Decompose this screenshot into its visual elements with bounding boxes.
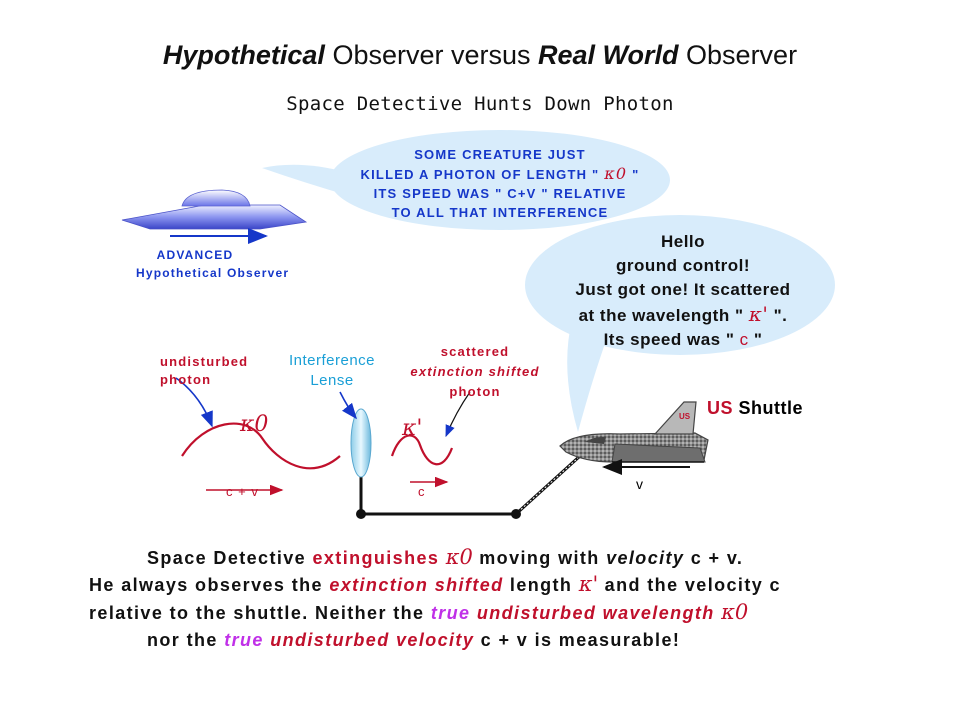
speed-c-plus-v-label: c + v [226,484,259,499]
kappa-prime-symbol: κ' [748,302,769,326]
shuttle-bubble-line-5: Its speed was " c " [603,330,763,349]
shuttle-icon [559,401,709,475]
shuttle-label-us: US [707,398,734,418]
kappa-zero-symbol: κ0 [604,164,628,183]
kappa-prime-wave-label: κ' [402,416,423,441]
ufo-label-hypothetical-observer: Hypothetical Observer [136,266,290,280]
scattered-label-line-1: scattered [440,344,510,359]
title-end: Observer [678,40,798,70]
speed-c-label: c [418,484,425,499]
shuttle-bubble-line-4: at the wavelength " κ' ". [578,302,788,326]
title-hypothetical: Hypothetical [162,40,325,70]
ufo-bubble-text: SOME CREATURE JUST KILLED A PHOTON OF LE… [335,145,665,222]
undisturbed-label-line-1: undisturbed [160,354,249,369]
scattered-label-line-2: extinction shifted [410,364,540,379]
ufo-bubble-line-3: ITS SPEED WAS " C+V " RELATIVE [373,186,627,201]
page-title: Hypothetical Observer versus Real World … [0,40,960,71]
shuttle-label-name: Shuttle [733,398,804,418]
ufo-bubble-line-4: TO ALL THAT INTERFERENCE [391,205,609,220]
caption-line-2: He always observes the extinction shifte… [89,572,781,596]
ufo-bubble-line-1: SOME CREATURE JUST [414,147,586,162]
shuttle-speech-bubble [525,215,835,432]
shuttle-tail-mark: US [679,412,691,421]
caption-line-1: Space Detective extinguishes κ0 moving w… [147,545,744,569]
caption-line-4: nor the true undisturbed velocity c + v … [147,630,681,650]
lens-label-line-1: Interference [288,352,376,369]
shuttle-label: US Shuttle [707,398,803,419]
shuttle-bubble-text: Hello ground control! Just got one! It s… [538,230,828,352]
caption-kappa-prime: κ' [578,572,599,596]
kappa-zero-wave-label: κ0 [240,412,269,437]
shuttle-bubble-line-1: Hello [660,232,706,251]
ufo-icon [121,189,308,244]
diagram-subtitle: Space Detective Hunts Down Photon [286,93,674,115]
shuttle-velocity-label: v [636,476,643,492]
caption-line-3: relative to the shuttle. Neither the tru… [89,600,749,624]
caption-kappa-zero-2: κ0 [721,600,749,624]
ufo-label-advanced: ADVANCED [156,248,234,262]
shuttle-bubble-line-3: Just got one! It scattered [575,280,791,299]
scattered-label-line-3: photon [449,384,501,399]
title-middle: Observer versus [324,40,538,70]
caption-kappa-zero: κ0 [445,545,473,569]
scattered-photon-wave [390,391,471,488]
lens-label-line-2: Lense [310,372,354,389]
interference-lens-icon [339,391,372,514]
title-real-world: Real World [538,40,679,70]
ufo-speech-bubble [262,130,670,230]
undisturbed-label-line-2: photon [160,372,212,387]
undisturbed-photon-wave [175,377,341,496]
ufo-bubble-line-2: KILLED A PHOTON OF LENGTH " κ0 " [360,164,640,183]
shuttle-bubble-line-2: ground control! [615,256,751,275]
tether-line [356,454,582,519]
